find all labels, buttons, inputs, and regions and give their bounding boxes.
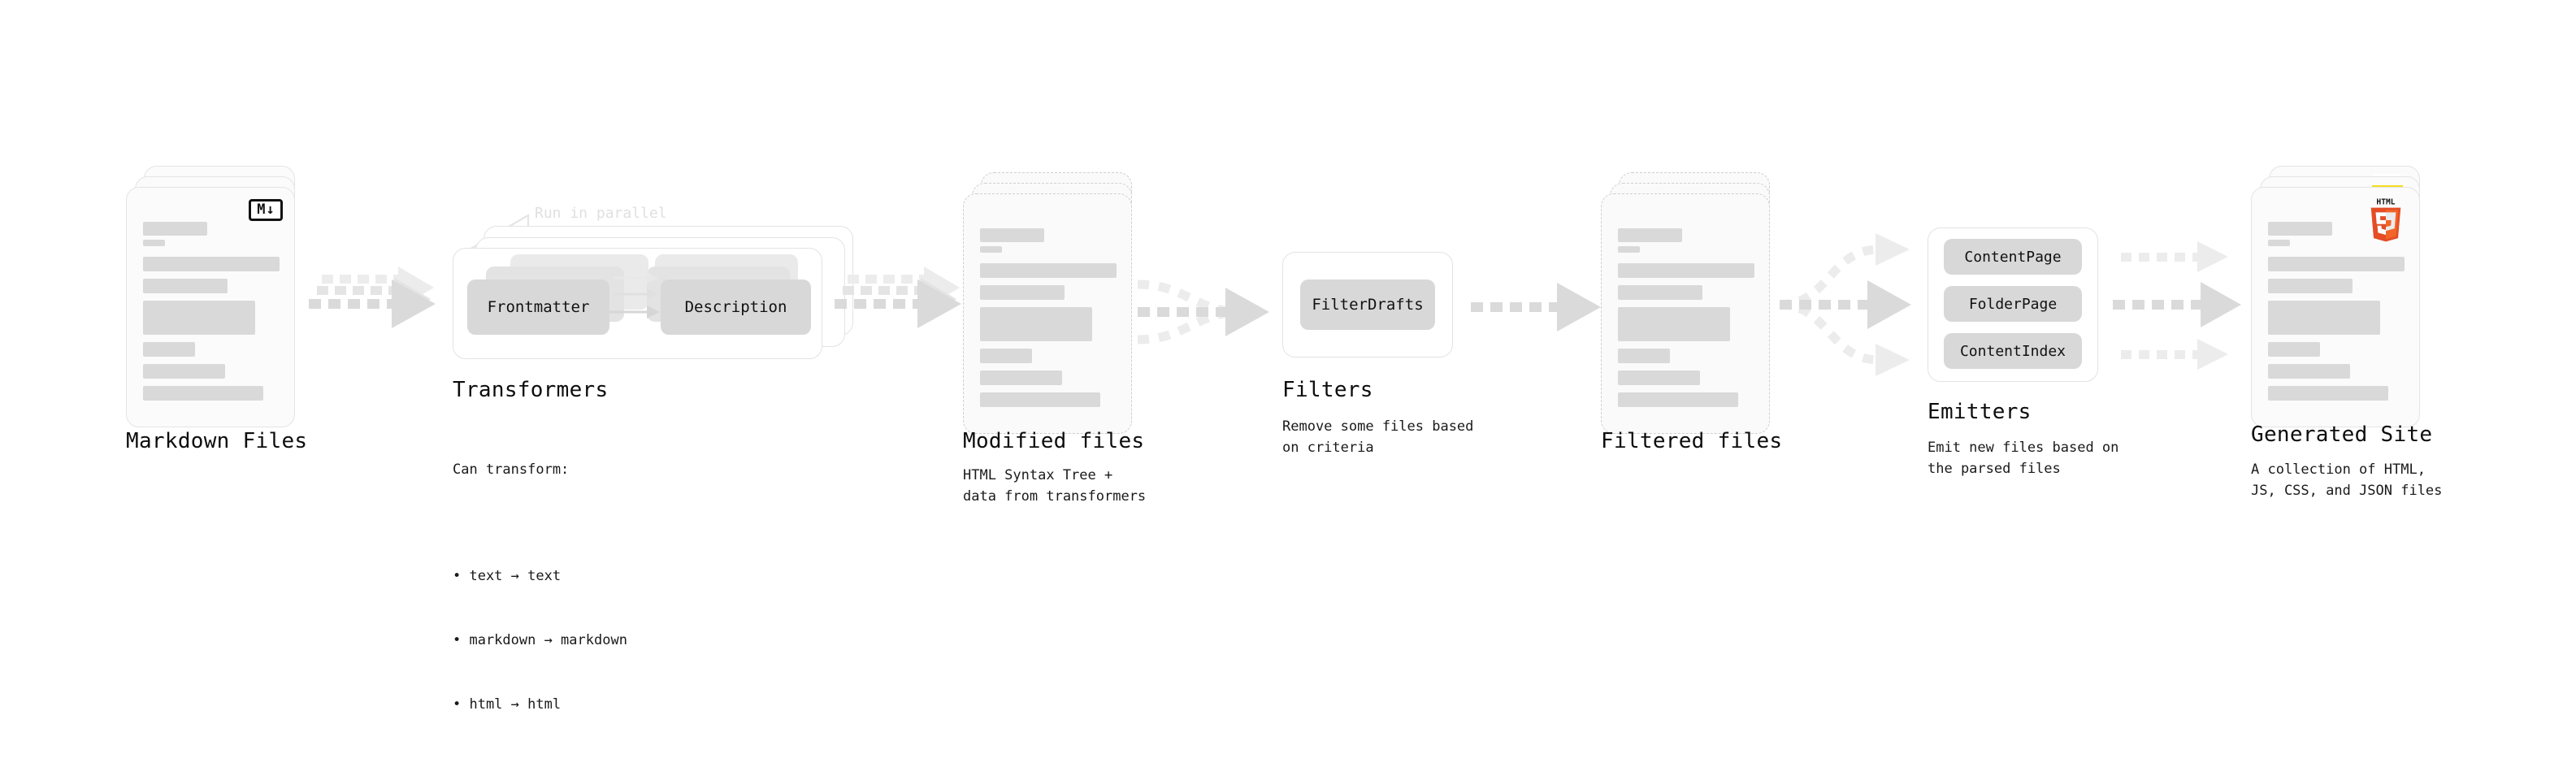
list-item: • markdown → markdown xyxy=(453,632,627,649)
arrow-emitters-to-site xyxy=(2113,241,2241,370)
skeleton-line xyxy=(980,370,1062,385)
skeleton-line xyxy=(143,301,255,335)
skeleton-line xyxy=(143,222,207,236)
skeleton-line xyxy=(1618,392,1738,407)
stage-title-markdown-files: Markdown Files xyxy=(126,429,308,453)
stage-description-filters: Remove some files based on criteria xyxy=(1282,418,1474,457)
document-card-front xyxy=(1601,193,1770,434)
skeleton-line xyxy=(980,307,1092,341)
skeleton-line xyxy=(980,349,1032,363)
transformer-chip-frontmatter[interactable]: Frontmatter xyxy=(467,280,609,335)
skeleton-line xyxy=(2268,301,2380,335)
filter-chip-label: FilterDrafts xyxy=(1312,296,1424,314)
skeleton-line xyxy=(980,228,1044,242)
stage-title-emitters: Emitters xyxy=(1928,400,2032,424)
skeleton-line xyxy=(1618,307,1730,341)
modified-document-stack xyxy=(963,172,1134,453)
stage-title-modified-files: Modified files xyxy=(963,429,1145,453)
document-card-front: HTML xyxy=(2251,187,2420,427)
transformers-bullet-list: • text → text • markdown → markdown • ht… xyxy=(453,523,627,759)
transformer-chip-description[interactable]: Description xyxy=(661,280,811,335)
skeleton-line xyxy=(2268,342,2320,357)
skeleton-lines xyxy=(2268,222,2405,408)
emitter-chip-label: ContentPage xyxy=(1964,248,2062,266)
markdown-icon: M↓ xyxy=(249,199,283,221)
arrow-markdown-to-transformers xyxy=(309,266,436,328)
list-item: • text → text xyxy=(453,568,562,585)
skeleton-line xyxy=(143,342,195,357)
skeleton-line xyxy=(143,240,165,246)
document-card-front xyxy=(963,193,1132,434)
skeleton-lines xyxy=(1618,228,1754,414)
stage-markdown-files: M↓ M↓ M↓ xyxy=(126,166,297,447)
skeleton-line xyxy=(980,246,1002,253)
transformer-chip-label: Description xyxy=(684,298,787,316)
stage-generated-site: CSS HTML xyxy=(2251,166,2422,447)
document-card-front: M↓ xyxy=(126,187,295,427)
html5-icon: HTML xyxy=(2370,198,2401,242)
arrow-filtered-to-emitters xyxy=(1779,233,1911,376)
skeleton-lines xyxy=(143,222,280,408)
skeleton-line xyxy=(143,386,263,401)
stage-description-emitters: Emit new files based on the parsed files xyxy=(1928,440,2119,478)
skeleton-line xyxy=(2268,257,2405,271)
skeleton-line xyxy=(2268,240,2290,246)
filtered-document-stack xyxy=(1601,172,1772,453)
markdown-document-stack: M↓ M↓ M↓ xyxy=(126,166,297,447)
skeleton-line xyxy=(1618,228,1682,242)
stage-modified-files xyxy=(963,172,1134,453)
emitter-chip-label: ContentIndex xyxy=(1959,342,2066,360)
generated-document-stack: CSS HTML xyxy=(2251,166,2422,447)
stage-description-generated-site: A collection of HTML, JS, CSS, and JSON … xyxy=(2251,462,2443,500)
skeleton-line xyxy=(980,392,1100,407)
annotation-run-in-parallel: Run in parallel xyxy=(535,205,667,222)
skeleton-line xyxy=(1618,349,1670,363)
markdown-icon-letter: M xyxy=(257,202,266,218)
stage-description-modified-files: HTML Syntax Tree + data from transformer… xyxy=(963,467,1147,505)
stage-filtered-files xyxy=(1601,172,1772,453)
stage-description-transformers: Can transform: • text → text • markdown … xyxy=(453,416,627,780)
stage-title-generated-site: Generated Site xyxy=(2251,422,2433,447)
arrow-modified-to-filters xyxy=(1137,280,1269,344)
transformers-intro: Can transform: xyxy=(453,461,570,478)
arrow-transformers-to-modified xyxy=(835,266,961,328)
skeleton-line xyxy=(1618,263,1754,278)
svg-text:HTML: HTML xyxy=(2376,198,2395,207)
skeleton-line xyxy=(143,364,225,379)
skeleton-line xyxy=(2268,279,2353,293)
arrow-filters-to-filtered xyxy=(1471,283,1601,332)
filter-chip-filterdrafts[interactable]: FilterDrafts xyxy=(1300,280,1435,330)
stage-title-filtered-files: Filtered files xyxy=(1601,429,1783,453)
skeleton-line xyxy=(1618,246,1640,253)
markdown-icon-arrow: ↓ xyxy=(266,202,275,218)
emitter-chip-contentindex[interactable]: ContentIndex xyxy=(1944,333,2082,369)
skeleton-line xyxy=(143,257,280,271)
stage-title-filters: Filters xyxy=(1282,378,1373,402)
skeleton-line xyxy=(2268,364,2350,379)
emitter-chip-contentpage[interactable]: ContentPage xyxy=(1944,239,2082,275)
skeleton-line xyxy=(2268,386,2388,401)
skeleton-lines xyxy=(980,228,1117,414)
skeleton-line xyxy=(2268,222,2332,236)
skeleton-line xyxy=(1618,370,1700,385)
skeleton-line xyxy=(143,279,228,293)
emitter-chip-label: FolderPage xyxy=(1968,295,2058,313)
skeleton-line xyxy=(1618,285,1703,300)
transformer-chip-label: Frontmatter xyxy=(487,298,590,316)
emitter-chip-folderpage[interactable]: FolderPage xyxy=(1944,286,2082,322)
stage-title-transformers: Transformers xyxy=(453,378,609,402)
transformer-inner-arrows xyxy=(608,272,660,318)
skeleton-line xyxy=(980,285,1065,300)
list-item: • html → html xyxy=(453,696,562,713)
skeleton-line xyxy=(980,263,1117,278)
